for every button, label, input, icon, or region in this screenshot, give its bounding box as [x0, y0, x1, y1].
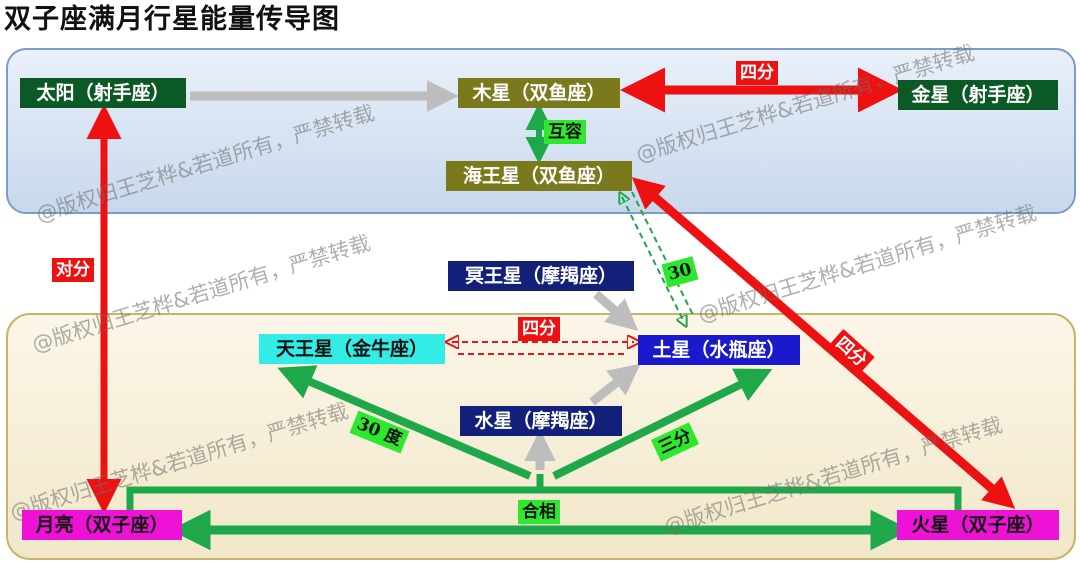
aspect-label-moon-mars: 合相	[518, 500, 560, 524]
arrow-pluto-saturn	[593, 290, 639, 331]
node-venus: 金星（射手座）	[898, 80, 1058, 110]
diagram-title: 双子座满月行星能量传导图	[4, 4, 340, 35]
node-neptune: 海王星（双鱼座）	[446, 161, 632, 191]
arrow-junction-saturn	[552, 368, 773, 480]
node-uranus: 天王星（金牛座）	[259, 334, 445, 364]
arrow-neptune-saturn-b	[631, 191, 695, 318]
node-mars: 火星（双子座）	[897, 510, 1059, 540]
arrow-junction-uranus	[277, 365, 532, 480]
node-mercury: 水星（摩羯座）	[460, 406, 622, 436]
arrow-neptune-mars	[631, 177, 1016, 509]
aspect-label-uranus-saturn: 四分	[518, 317, 560, 341]
arrow-mercury-saturn	[589, 363, 641, 406]
node-pluto: 冥王星（摩羯座）	[448, 261, 634, 291]
node-saturn: 土星（水瓶座）	[638, 335, 800, 365]
aspect-label-sun-moon: 对分	[52, 258, 94, 282]
conjunction-bracket	[126, 486, 962, 510]
node-moon: 月亮（双子座）	[22, 510, 182, 540]
node-jupiter: 木星（双鱼座）	[458, 78, 620, 108]
node-sun: 太阳（射手座）	[20, 78, 186, 108]
aspect-label-jupiter-neptune: 互容	[544, 120, 586, 144]
aspect-label-jupiter-venus: 四分	[736, 61, 778, 85]
